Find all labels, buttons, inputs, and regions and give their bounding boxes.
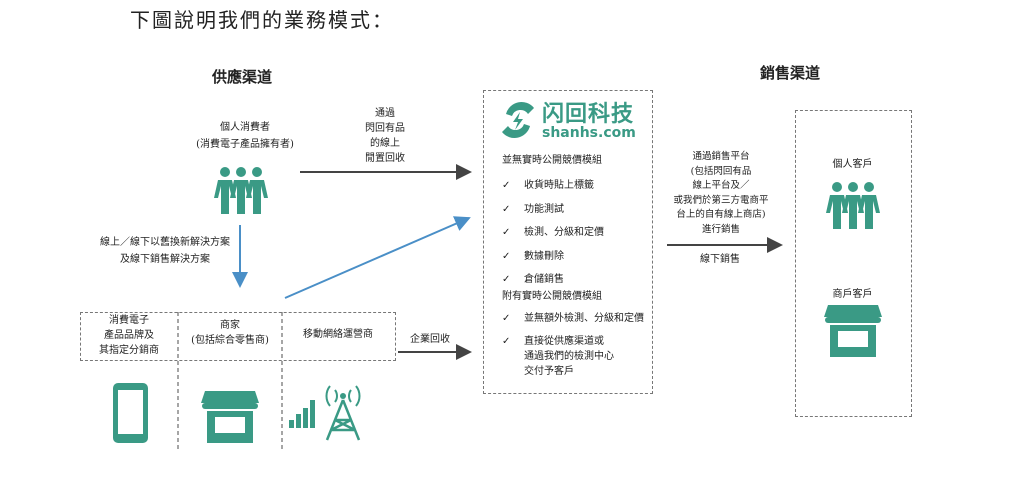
label-line: 的線上	[370, 138, 400, 149]
label-line: 線上／線下以舊換新解決方案	[100, 237, 230, 248]
phone-icon	[113, 383, 148, 443]
module1-list: ✓ 收貨時貼上標籤 ✓ 功能測試 ✓ 檢測、分級和定價 ✓ 數據刪除 ✓ 倉儲銷售	[502, 174, 604, 292]
consumer-label: 個人消費者 (消費電子產品擁有者)	[180, 119, 310, 153]
partner-brands: 消費電子 產品品牌及 其指定分銷商	[80, 313, 178, 358]
label-line: 商家	[220, 320, 240, 331]
check-icon: ✓	[502, 313, 511, 324]
shanhs-platform-box	[483, 90, 653, 394]
consumer-title: 個人消費者	[220, 122, 270, 133]
merchant-customer-shop-icon	[824, 305, 882, 357]
label-line: 閒置回收	[365, 153, 405, 164]
label-line: 通過銷售平台	[692, 151, 750, 162]
lightning-logo-icon	[502, 101, 534, 139]
enterprise-recycling-label: 企業回收	[410, 334, 450, 345]
label-line: (包括閃回有品	[690, 165, 752, 177]
list-item: 倉儲銷售	[524, 274, 564, 285]
diagram-title: 下圖說明我們的業務模式：	[130, 8, 394, 32]
list-item: ✓ 並無額外檢測、分級和定價	[502, 310, 644, 327]
partner-merchants: 商家 (包括綜合零售商)	[178, 318, 282, 348]
label-line: 或我們於第三方電商平	[673, 194, 769, 206]
individual-customers-people-icon	[826, 182, 880, 229]
consumers-people-icon	[214, 167, 268, 214]
logo-chinese: 闪回科技	[542, 102, 635, 127]
signal-tower-icon	[289, 385, 361, 441]
label-line: 線上平台及／	[692, 180, 750, 191]
module-without-bidding: 並無實時公開競價模組	[502, 155, 602, 166]
check-icon: ✓	[502, 250, 511, 262]
check-icon: ✓	[502, 336, 511, 347]
list-item: 數據刪除	[524, 250, 564, 262]
item-text: 交付予客戶	[524, 366, 574, 377]
check-icon: ✓	[502, 274, 511, 285]
list-item: 收貨時貼上標籤	[524, 180, 594, 191]
list-item: 檢測、分級和定價	[524, 227, 604, 238]
label-line: 其指定分銷商	[99, 345, 159, 356]
item-text: 通過我們的檢測中心	[524, 351, 614, 362]
check-icon: ✓	[502, 227, 511, 238]
label-line: 消費電子	[109, 315, 149, 326]
tradein-label: 線上／線下以舊換新解決方案 及線下銷售解決方案	[90, 234, 240, 268]
label-line: 台上的自有線上商店)	[676, 209, 766, 220]
label-line: 進行銷售	[701, 223, 740, 235]
label-line: (包括綜合零售商)	[191, 335, 269, 346]
module-with-bidding: 附有實時公開競價模組	[502, 291, 602, 302]
item-text: 直接從供應渠道或	[524, 336, 604, 347]
partner-carriers: 移動網絡運營商	[303, 329, 373, 340]
label-line: 通過	[375, 108, 395, 119]
check-icon: ✓	[502, 180, 511, 191]
online-recycling-label: 通過 閃回有品 的線上 閒置回收	[350, 106, 420, 166]
list-item: ✓ 直接從供應渠道或 通過我們的檢測中心 交付予客戶	[502, 334, 614, 379]
logo-english: shanhs.com	[542, 125, 636, 141]
consumer-subtitle: (消費電子產品擁有者)	[196, 139, 294, 150]
offline-sales-label: 線下銷售	[700, 254, 740, 265]
label-line: 及線下銷售解決方案	[120, 254, 210, 265]
sales-channel-heading: 銷售渠道	[760, 64, 821, 82]
check-icon: ✓	[502, 203, 511, 215]
sales-platform-label: 通過銷售平台 (包括閃回有品 線上平台及／ 或我們於第三方電商平 台上的自有線上…	[665, 150, 777, 237]
individual-customers-label: 個人客戶	[832, 159, 873, 170]
label-line: 閃回有品	[365, 123, 405, 134]
partners-box	[80, 312, 396, 361]
customers-box	[795, 110, 912, 417]
supply-channel-heading: 供應渠道	[212, 68, 273, 86]
item-text: 並無額外檢測、分級和定價	[524, 313, 644, 324]
merchant-shop-icon	[201, 391, 259, 443]
merchant-customers-label: 商戶客戶	[832, 289, 873, 300]
shanhs-logo: 闪回科技 shanhs.com	[498, 98, 643, 144]
partner-to-platform-arrow	[284, 216, 471, 299]
list-item: 功能測試	[524, 203, 564, 215]
label-line: 產品品牌及	[104, 330, 154, 341]
